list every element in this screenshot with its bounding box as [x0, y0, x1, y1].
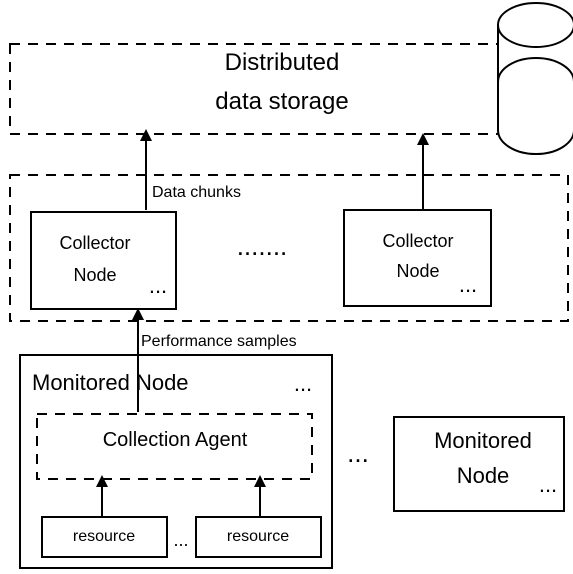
- collectors-ellipsis: .......: [237, 231, 288, 261]
- collection-agent-box: [36, 413, 313, 480]
- database-icon: [497, 2, 573, 155]
- storage-label-line2: data storage: [215, 88, 348, 115]
- monitored-node-ellipsis: ...: [294, 371, 312, 396]
- monitored-node-title: Monitored Node: [32, 370, 189, 395]
- resource-1-label: resource: [73, 528, 135, 545]
- resource-1-box: [41, 516, 168, 558]
- storage-label-line1: Distributed: [225, 49, 340, 76]
- monitored-node-2-line2: Node: [457, 463, 510, 488]
- collection-agent-label: Collection Agent: [103, 429, 248, 451]
- monitored-nodes-ellipsis: ...: [347, 438, 369, 468]
- resource-2-label: resource: [227, 528, 289, 545]
- collector-node-2-line2: Node: [396, 261, 439, 281]
- performance-samples-label: Performance samples: [141, 333, 297, 350]
- monitored-node-2-line1: Monitored: [434, 428, 532, 453]
- monitored-node-2-ellipsis: ...: [539, 472, 557, 497]
- monitored-node-2-box: [393, 416, 565, 512]
- resources-ellipsis: ...: [173, 530, 188, 550]
- collector-node-2-line1: Collector: [382, 231, 453, 251]
- collector-node-1: [30, 211, 177, 310]
- collector-node-1-line2: Node: [73, 265, 116, 285]
- collector-node-2: [343, 209, 492, 307]
- collector-node-1-line1: Collector: [59, 233, 130, 253]
- data-chunks-label: Data chunks: [152, 184, 241, 201]
- resource-2-box: [195, 516, 322, 558]
- collector-layer-box: [9, 174, 569, 322]
- collector-node-1-ellipsis: ...: [149, 273, 167, 298]
- collector-node-2-ellipsis: ...: [459, 272, 477, 297]
